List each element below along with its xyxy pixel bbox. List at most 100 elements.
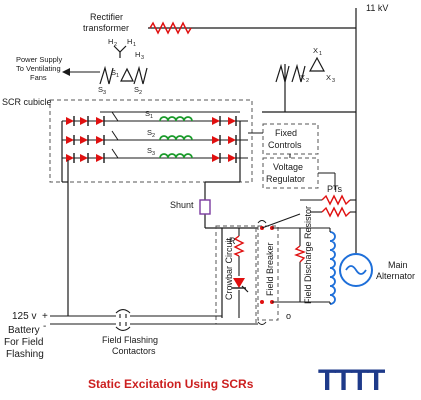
scr-left-b-2: [80, 136, 88, 144]
rectifier-transformer-resistor: [149, 21, 192, 35]
pt-wires: [300, 199, 356, 213]
h1-label: H: [127, 37, 132, 46]
scr-right-b-1: [228, 117, 236, 125]
s1-sub: 1: [116, 73, 119, 79]
x2-sub: 2: [306, 78, 309, 84]
potential-transformers: [321, 194, 351, 218]
row-s1-sub: 1: [150, 114, 153, 120]
scr-inductor-1: [159, 116, 193, 122]
scr-right-b-3: [228, 154, 236, 162]
scr-inductor-3: [159, 153, 193, 159]
gate-lead-2: [111, 130, 119, 141]
h3-label: H: [135, 50, 140, 59]
shunt-label: Shunt: [170, 200, 194, 210]
x1-label: X: [313, 46, 318, 55]
scr-bridge: [61, 111, 248, 183]
s2-sub: 2: [139, 90, 142, 96]
scr-left-c-2: [96, 136, 104, 144]
field-flashing-wires: [50, 315, 258, 325]
row-s2-sub: 2: [152, 133, 155, 139]
x3-sub: 3: [332, 78, 335, 84]
battery-label-3: Flashing: [6, 349, 44, 360]
diagram-caption: Static Excitation Using SCRs: [88, 377, 254, 391]
control-wires: [248, 132, 336, 190]
main-alternator-symbol: [339, 253, 373, 287]
site-logo: TTTT: [318, 364, 385, 397]
row-s1-label: S: [145, 109, 150, 118]
s1-label: S: [111, 68, 116, 77]
h3-sub: 3: [141, 55, 144, 61]
pt-transformer-symbol: [275, 56, 326, 83]
voltage-regulator-label-2: Regulator: [266, 174, 305, 184]
field-breaker-label: Field Breaker: [265, 242, 275, 296]
r-label: R: [229, 236, 236, 246]
battery-label-1: Battery: [8, 325, 40, 336]
s3-label: S: [98, 85, 103, 94]
scr-left-c-3: [96, 154, 104, 162]
main-alternator-label-2: Alternator: [376, 271, 415, 281]
scr-left-a-2: [66, 136, 74, 144]
row-s3-label: S: [147, 146, 152, 155]
field-flashing-label-1: Field Flashing: [102, 335, 158, 345]
field-discharge-resistor-label: Field Discharge Resistor: [303, 206, 313, 304]
dc-output-wires: [67, 160, 258, 318]
x1-sub: 1: [319, 51, 322, 57]
crowbar-scr: [232, 278, 249, 293]
scr-left-b-3: [80, 154, 88, 162]
field-flashing-contactors: [115, 308, 131, 332]
gate-lead-3: [111, 148, 119, 159]
power-supply-label-2: To Ventilating: [16, 64, 61, 73]
scr-right-a-1: [212, 117, 220, 125]
x3-label: X: [326, 73, 331, 82]
scr-right-a-2: [212, 136, 220, 144]
voltage-11kv-label: 11 kV: [366, 3, 388, 13]
scr-cubicle-box: [49, 99, 253, 183]
scr-right-a-3: [212, 154, 220, 162]
fan-supply-arrow: [62, 68, 70, 76]
alternator-sine-icon: [345, 265, 367, 275]
voltage-regulator-label-1: Voltage: [273, 162, 303, 172]
s3-sub: 3: [103, 90, 106, 96]
rectifier-transformer-feed: [148, 8, 357, 255]
pts-label: PTs: [327, 184, 343, 194]
scr-left-a-1: [66, 117, 74, 125]
battery-label-2: For Field: [4, 337, 43, 348]
x2-label: X: [300, 73, 305, 82]
crowbar-resistor: [233, 235, 245, 257]
shunt-symbol: [199, 199, 211, 215]
scr-left-c-1: [96, 117, 104, 125]
fixed-controls-label-2: Controls: [268, 140, 302, 150]
o-mark: o: [286, 311, 291, 321]
h1-sub: 1: [133, 42, 136, 48]
power-supply-label-3: Fans: [30, 73, 47, 82]
s2-label: S: [134, 85, 139, 94]
rotor-field-winding: [329, 228, 336, 305]
scr-left-a-3: [66, 154, 74, 162]
field-breaker-contacts: [260, 213, 301, 304]
main-alternator-label-1: Main: [388, 260, 408, 270]
fixed-controls-label-1: Fixed: [275, 128, 297, 138]
breaker-arc-bottom: [257, 321, 267, 325]
power-supply-label-1: Power Supply: [16, 55, 63, 64]
h2-label: H: [108, 37, 113, 46]
excitation-transformer-symbol: [99, 45, 148, 85]
h2-sub: 2: [114, 42, 117, 48]
rectifier-label: Rectifier: [90, 12, 123, 22]
battery-minus-label: -: [43, 321, 46, 332]
scr-inductor-2: [159, 135, 193, 141]
field-winding-coil: [329, 231, 336, 305]
field-discharge-resistor: [294, 245, 306, 263]
battery-plus-label: +: [42, 311, 48, 322]
feed-wires: [262, 64, 356, 113]
gate-lead-1: [111, 111, 119, 122]
battery-voltage-label: 125 v: [12, 311, 36, 322]
field-discharge-wires: [272, 227, 330, 303]
row-s2-label: S: [147, 128, 152, 137]
scr-left-b-1: [80, 117, 88, 125]
row-s3-sub: 3: [152, 151, 155, 157]
field-flashing-label-2: Contactors: [112, 346, 156, 356]
transformer-label: transformer: [83, 23, 129, 33]
scr-cubicle-label: SCR cubicle: [2, 97, 52, 107]
